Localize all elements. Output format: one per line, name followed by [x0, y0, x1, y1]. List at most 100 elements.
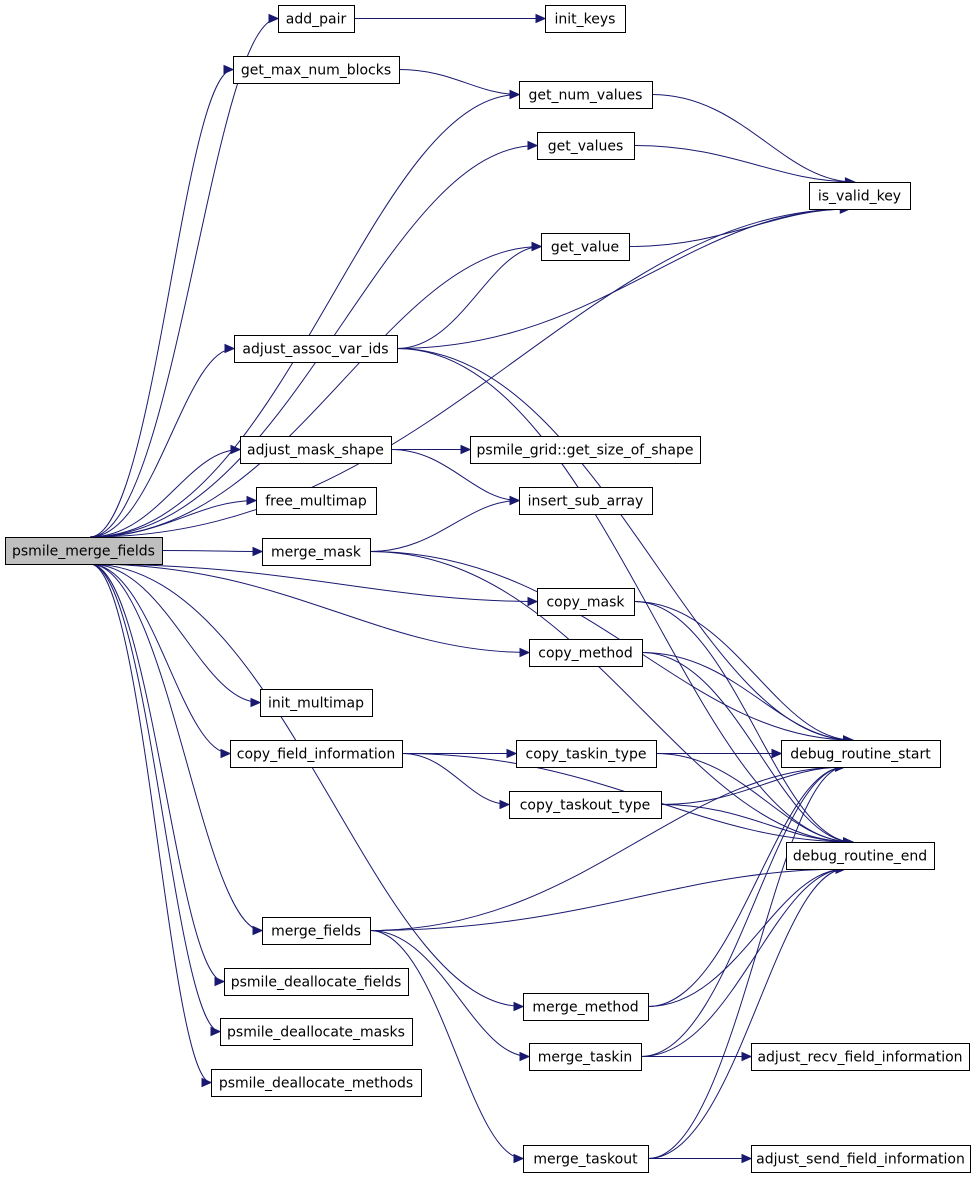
node-box[interactable]	[262, 538, 371, 566]
edge-adjust_assoc_var_ids-to-debug_routine_start	[396, 348, 853, 741]
edge-adjust_assoc_var_ids-to-debug_routine_end	[396, 348, 853, 843]
node-get-values[interactable]: get_values	[537, 132, 635, 160]
node-box[interactable]	[541, 233, 630, 261]
node-box[interactable]	[256, 487, 377, 515]
node-label: get_num_values	[529, 88, 643, 104]
node-box[interactable]	[5, 537, 163, 565]
edge-merge_method-to-debug_routine_start	[647, 766, 845, 1007]
node-box[interactable]	[529, 1043, 642, 1071]
node-box[interactable]	[224, 968, 409, 996]
node-get-num-values[interactable]: get_num_values	[519, 81, 653, 109]
arrowhead-merge_fields-to-merge_taskout	[513, 1153, 525, 1164]
edge-root-to-get_value	[89, 246, 542, 538]
node-box[interactable]	[786, 842, 935, 870]
node-label: merge_fields	[271, 924, 361, 940]
node-box[interactable]	[537, 132, 635, 160]
node-label: copy_mask	[546, 595, 625, 611]
node-label: get_value	[551, 240, 619, 256]
node-label: get_max_num_blocks	[241, 63, 391, 79]
node-merge-taskout[interactable]: merge_taskout	[523, 1145, 649, 1173]
node-box[interactable]	[262, 917, 371, 945]
node-copy-taskin-type[interactable]: copy_taskin_type	[516, 740, 657, 768]
node-label: get_values	[548, 139, 624, 155]
node-copy-field-information[interactable]: copy_field_information	[230, 740, 403, 768]
node-get-size-of-shape[interactable]: psmile_grid::get_size_of_shape	[470, 436, 701, 464]
node-adjust-recv-field-information[interactable]: adjust_recv_field_information	[751, 1043, 970, 1071]
node-merge-taskin[interactable]: merge_taskin	[529, 1043, 642, 1071]
node-insert-sub-array[interactable]: insert_sub_array	[519, 487, 653, 515]
node-psmile-deallocate-methods[interactable]: psmile_deallocate_methods	[211, 1069, 422, 1097]
node-box[interactable]	[470, 436, 701, 464]
node-box[interactable]	[233, 56, 400, 84]
node-debug-routine-end[interactable]: debug_routine_end	[786, 842, 935, 870]
node-merge-method[interactable]: merge_method	[523, 993, 649, 1021]
node-merge-mask[interactable]: merge_mask	[262, 538, 371, 566]
node-box[interactable]	[211, 1069, 422, 1097]
arrowhead-merge_taskin-to-adjust_recv_field_information	[741, 1051, 753, 1062]
node-label: free_multimap	[265, 494, 367, 510]
node-box[interactable]	[278, 5, 355, 33]
node-label: merge_taskin	[538, 1050, 633, 1066]
node-init-keys[interactable]: init_keys	[545, 5, 626, 33]
node-psmile-deallocate-masks[interactable]: psmile_deallocate_masks	[220, 1018, 413, 1046]
edge-get_values-to-is_valid_key	[633, 145, 855, 183]
edge-root-to-merge_mask	[161, 550, 263, 552]
edge-get_max_num_blocks-to-get_num_values	[398, 69, 520, 95]
node-copy-method[interactable]: copy_method	[529, 639, 643, 667]
edge-copy_mask-to-debug_routine_start	[633, 601, 853, 741]
edge-root-to-get_num_values	[89, 94, 520, 538]
node-box[interactable]	[751, 1145, 971, 1173]
edge-root-to-init_multimap	[89, 563, 261, 703]
node-copy-taskout-type[interactable]: copy_taskout_type	[509, 791, 662, 819]
arrowhead-add_pair-to-init_keys	[535, 13, 547, 24]
node-debug-routine-start[interactable]: debug_routine_start	[781, 740, 941, 768]
node-get-max-num-blocks[interactable]: get_max_num_blocks	[233, 56, 400, 84]
arrowhead-root-to-adjust_assoc_var_ids	[224, 343, 236, 354]
node-merge-fields[interactable]: merge_fields	[262, 917, 371, 945]
node-free-multimap[interactable]: free_multimap	[256, 487, 377, 515]
node-add-pair[interactable]: add_pair	[278, 5, 355, 33]
node-box[interactable]	[260, 689, 373, 717]
node-copy-mask[interactable]: copy_mask	[537, 588, 635, 616]
node-box[interactable]	[781, 740, 941, 768]
arrowhead-root-to-copy_mask	[527, 596, 539, 607]
node-box[interactable]	[545, 5, 626, 33]
node-box[interactable]	[519, 81, 653, 109]
node-adjust-send-field-information[interactable]: adjust_send_field_information	[751, 1145, 971, 1173]
node-box[interactable]	[809, 182, 911, 210]
edge-merge_taskout-to-debug_routine_end	[647, 868, 846, 1159]
arrowhead-root-to-add_pair	[268, 13, 280, 24]
node-box[interactable]	[230, 740, 403, 768]
node-box[interactable]	[220, 1018, 413, 1046]
node-box[interactable]	[240, 436, 392, 464]
node-box[interactable]	[509, 791, 662, 819]
edge-root-to-copy_field_information	[89, 563, 231, 754]
node-label: init_multimap	[268, 696, 364, 712]
arrowhead-root-to-get_values	[527, 140, 539, 151]
node-box[interactable]	[537, 588, 635, 616]
node-box[interactable]	[523, 993, 649, 1021]
edge-merge_fields-to-debug_routine_start	[369, 766, 845, 931]
edge-merge_taskin-to-debug_routine_end	[640, 868, 846, 1057]
node-box[interactable]	[751, 1043, 970, 1071]
arrowhead-root-to-adjust_mask_shape	[230, 444, 242, 455]
node-adjust-mask-shape[interactable]: adjust_mask_shape	[240, 436, 392, 464]
arrowhead-root-to-psmile_deallocate_methods	[201, 1077, 213, 1088]
node-box[interactable]	[519, 487, 653, 515]
node-init-multimap[interactable]: init_multimap	[260, 689, 373, 717]
node-adjust-assoc-var-ids[interactable]: adjust_assoc_var_ids	[234, 335, 398, 363]
node-get-value[interactable]: get_value	[541, 233, 630, 261]
node-psmile-deallocate-fields[interactable]: psmile_deallocate_fields	[224, 968, 409, 996]
node-box[interactable]	[516, 740, 657, 768]
arrowhead-root-to-merge_fields	[252, 925, 264, 936]
node-is-valid-key[interactable]: is_valid_key	[809, 182, 911, 210]
node-root[interactable]: psmile_merge_fields	[5, 537, 163, 565]
node-box[interactable]	[523, 1145, 649, 1173]
edge-copy_method-to-debug_routine_end	[641, 652, 853, 843]
node-box[interactable]	[234, 335, 398, 363]
node-label: copy_method	[538, 646, 633, 662]
node-label: psmile_deallocate_masks	[227, 1025, 405, 1041]
edge-root-to-psmile_deallocate_fields	[89, 563, 225, 982]
node-box[interactable]	[529, 639, 643, 667]
